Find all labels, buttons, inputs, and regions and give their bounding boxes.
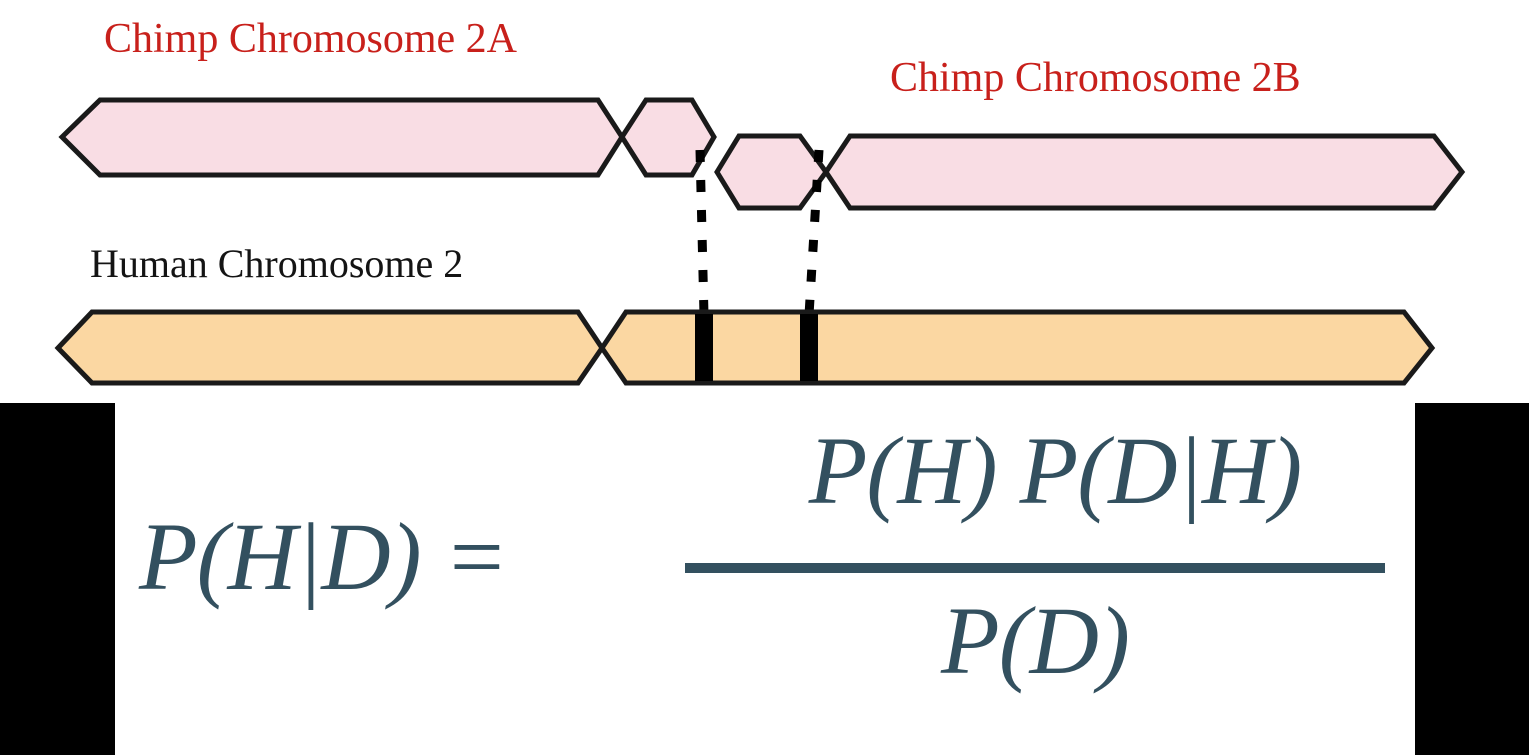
human-chromosome-2 — [54, 309, 1436, 386]
human-2-p-arm — [54, 309, 606, 386]
human-chromosome-2-label: Human Chromosome 2 — [90, 241, 464, 286]
chimp-2b-q-arm — [822, 133, 1466, 211]
formula-panel: P(H|D) = P(H) P(D|H) P(D) — [0, 403, 1529, 755]
chimp-chromosome-2b — [714, 133, 1466, 211]
chimp-2a-q-arm — [619, 97, 717, 178]
formula-denominator: P(D) — [941, 587, 1130, 694]
chromosome-diagram-svg — [54, 97, 1466, 386]
fusion-connector-left — [695, 149, 709, 316]
chimp-chromosome-2b-label: Chimp Chromosome 2B — [890, 55, 1301, 101]
human-2-q-arm — [598, 309, 1436, 386]
chimp-chromosome-2a-label: Chimp Chromosome 2A — [104, 16, 518, 62]
formula-sheet: P(H|D) = P(H) P(D|H) P(D) — [115, 403, 1415, 755]
formula-fraction-bar — [685, 563, 1385, 573]
chimp-2a-p-arm — [58, 97, 625, 178]
formula-numerator: P(H) P(D|H) — [808, 417, 1303, 524]
human-2-fusion-band-left — [695, 314, 713, 381]
chimp-chromosome-2a — [58, 97, 717, 178]
chimp-2b-p-arm — [714, 133, 830, 211]
formula-left-hand-side: P(H|D) = — [139, 503, 508, 610]
bayes-theorem-equation: P(H|D) = P(H) P(D|H) P(D) — [115, 403, 1415, 755]
chromosome-comparison-diagram: Chimp Chromosome 2A Chimp Chromosome 2B … — [54, 16, 1466, 386]
human-2-fusion-band-right — [800, 314, 818, 381]
